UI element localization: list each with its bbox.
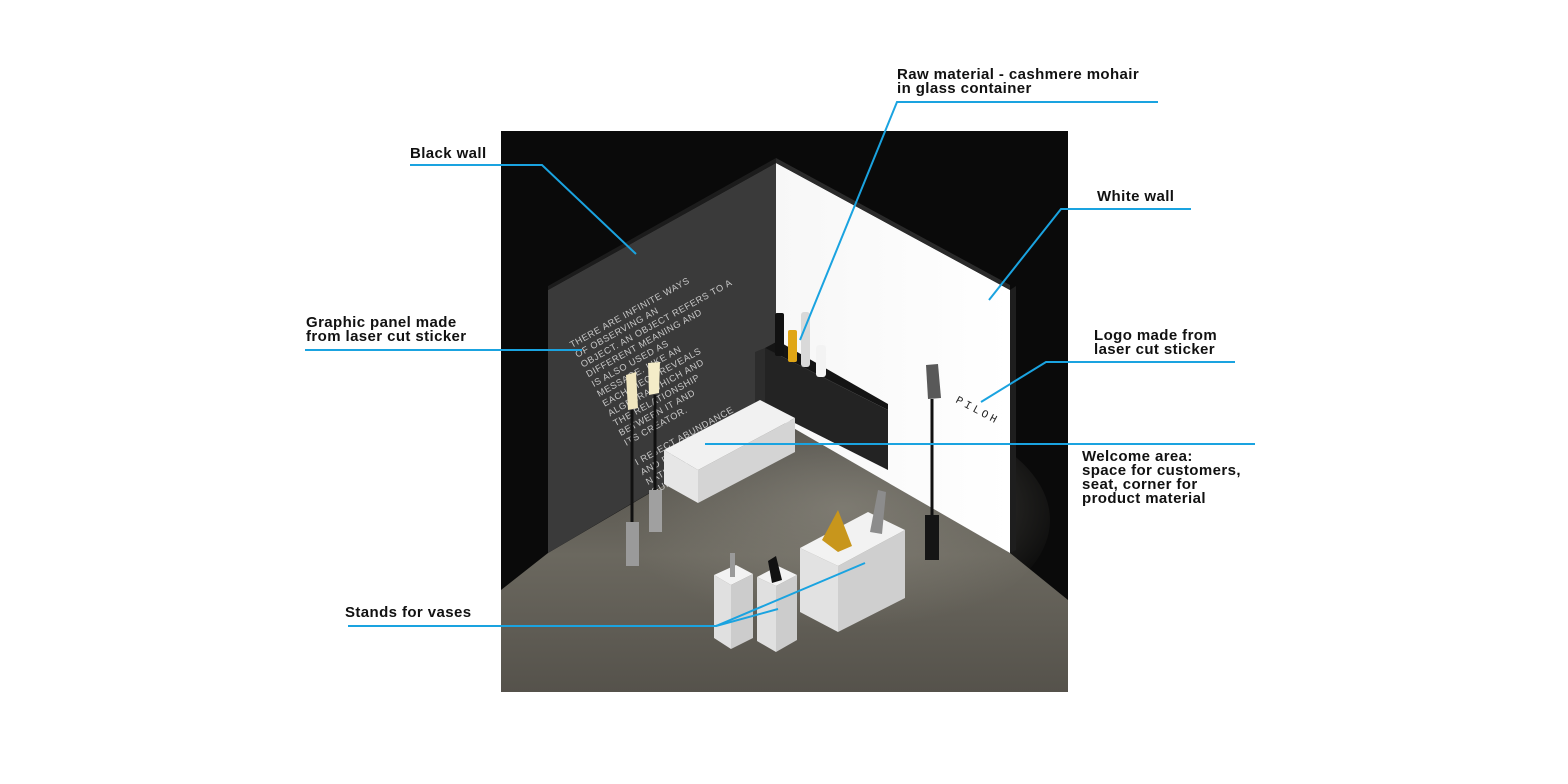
lamp-right (648, 362, 662, 532)
leader-black-wall (410, 164, 637, 255)
label-black-wall: Black wall (410, 145, 487, 162)
label-white-wall: White wall (1097, 188, 1175, 205)
bench-side (698, 418, 795, 503)
leader-raw-material (799, 101, 1158, 341)
label-welcome-area: Welcome area: space for customers, seat,… (1082, 448, 1241, 507)
container-glass-2 (816, 345, 826, 377)
leader-white-wall (988, 208, 1191, 301)
black-wall (548, 163, 776, 553)
leader-stands-2 (715, 608, 779, 627)
container-yellow (788, 330, 797, 362)
container-black (775, 313, 784, 356)
label-graphic-panel: Graphic panel made from laser cut sticke… (306, 314, 467, 345)
white-wall-side (1010, 286, 1016, 553)
label-stands: Stands for vases (345, 604, 472, 621)
pedestal-large (800, 490, 905, 632)
shelf-front (765, 348, 888, 470)
lamp-white-wall (925, 364, 941, 560)
container-glass-1 (801, 312, 810, 367)
lamp-left (626, 372, 639, 566)
vase-gold (822, 510, 852, 552)
stand-small-left (714, 553, 753, 649)
label-logo: Logo made from laser cut sticker (1094, 327, 1218, 358)
vase-small-black (768, 556, 782, 583)
leader-logo (980, 361, 1235, 403)
label-raw-material: Raw material - cashmere mohair in glass … (897, 66, 1140, 97)
bench-top (664, 400, 795, 470)
white-wall-top-edge (776, 158, 1010, 290)
vase-small-grey (730, 553, 735, 577)
black-wall-top-edge (548, 158, 776, 290)
white-wall (776, 163, 1010, 553)
annotation-leaders (305, 101, 1255, 627)
vase-grey (870, 490, 886, 534)
shelf-side (755, 348, 765, 408)
stand-small-right (757, 556, 797, 652)
bench-front (664, 450, 698, 503)
